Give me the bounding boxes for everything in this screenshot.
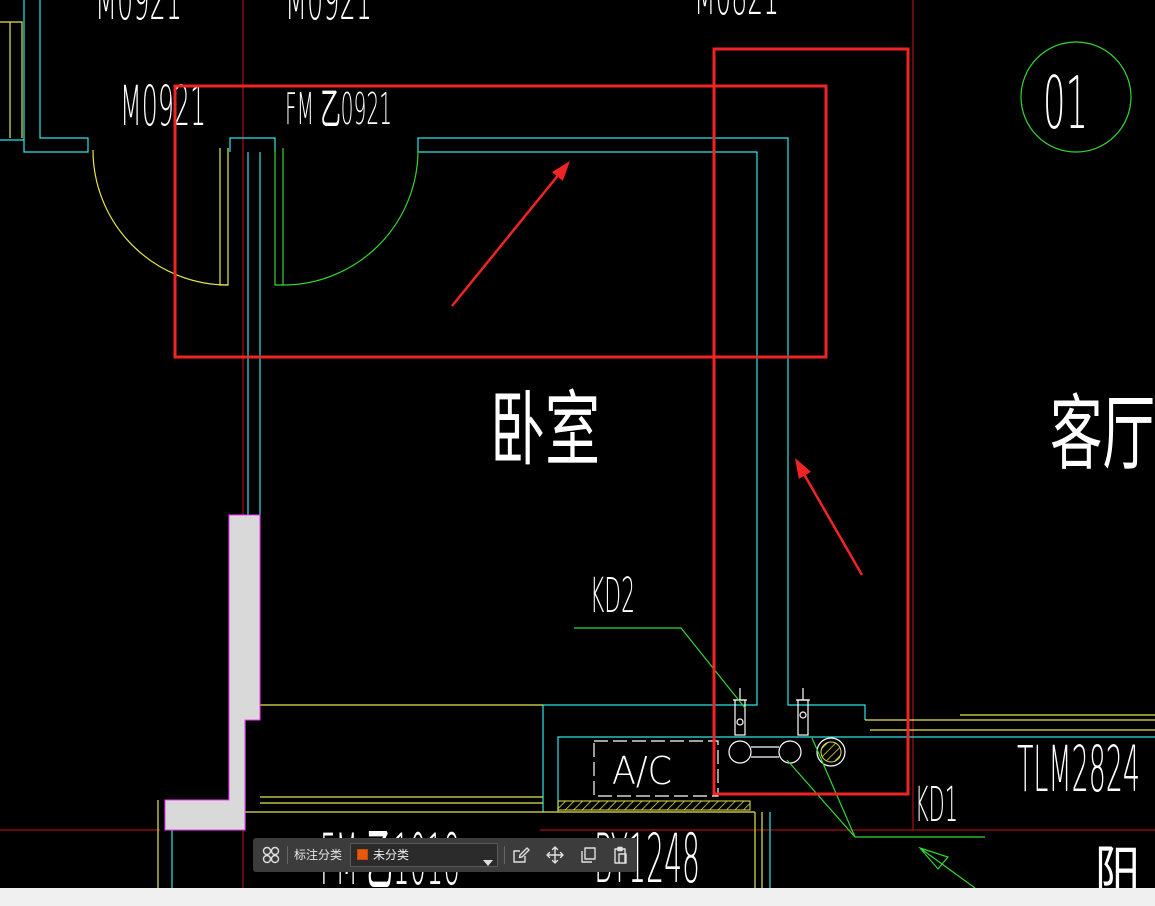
edit-icon[interactable] [511, 845, 531, 865]
condensate-pipe [816, 737, 846, 767]
copy-icon[interactable] [578, 845, 598, 865]
outlet-right-marker [799, 711, 807, 719]
door-swing-arc-left [92, 149, 229, 286]
edit-icon-stroke [513, 847, 530, 863]
axis-bubble-circle [1020, 41, 1132, 153]
category-dropdown-value: 未分类 [373, 848, 410, 862]
condensate-pipe-hatch [820, 741, 842, 763]
door-tag-sliding: TLM2824 [1017, 733, 1140, 806]
equipment-label-kd1: KD1 [915, 777, 958, 833]
door-tag-bedroom-entry: M0921 [120, 74, 206, 138]
annotation-arrow-2-shaft [799, 468, 864, 576]
door-swing-arc-right [282, 149, 419, 286]
annotation-toolbar: 标注分类 未分类 [253, 838, 637, 872]
move-icon-graphic [546, 846, 564, 864]
bottom-status-strip [0, 888, 1155, 906]
chevron-down-icon [483, 852, 493, 866]
category-color-swatch [357, 849, 368, 860]
category-grid-icon[interactable] [261, 845, 281, 865]
chevron-down-icon-graphic [483, 860, 493, 866]
outlet-ticks [733, 688, 810, 701]
chevron-down-icon-shape [483, 860, 493, 866]
category-grid-icon-stroke [262, 846, 280, 864]
axis-bubble-label: 01 [1043, 61, 1088, 145]
door-tag-top-center: M0921 [285, 0, 372, 32]
door-tag-top-right: M0821 [694, 0, 779, 27]
paste-icon-graphic [614, 846, 627, 864]
door-tag-fire-door: FM 乙0921 [285, 84, 392, 135]
kd2-leader-line [574, 627, 746, 709]
kd1-leader-line [786, 737, 985, 838]
door-leaf-right [274, 148, 284, 286]
annotation-box-wall [712, 47, 910, 796]
annotation-box-doors [173, 84, 828, 359]
edit-icon-graphic [513, 847, 530, 863]
annotation-arrow-1-shaft [451, 172, 561, 307]
toolbar-separator-left [287, 846, 288, 864]
room-label-bedroom: 卧室 [490, 383, 600, 478]
room-label-balcony: 阳 [1095, 840, 1140, 888]
category-label: 标注分类 [294, 848, 343, 862]
door-tag-top-left: M0921 [95, 0, 182, 32]
equipment-label-ac: A/C [612, 749, 672, 793]
hatched-sill-strip [557, 800, 751, 811]
annotation-arrow-2-head [795, 458, 811, 479]
drain-pipe-left [728, 740, 752, 764]
connecting-pipe [751, 746, 779, 758]
outlet-left-marker [736, 718, 744, 726]
paste-icon[interactable] [610, 845, 630, 865]
copy-icon-graphic [581, 847, 596, 863]
copy-icon-stroke [581, 847, 596, 863]
annotation-arrow-1-head [552, 161, 570, 181]
structural-column-fill [164, 514, 261, 831]
category-dropdown[interactable]: 未分类 [350, 843, 498, 867]
equipment-label-kd2: KD2 [590, 568, 635, 624]
category-grid-icon-graphic [262, 846, 280, 864]
door-leaf-left [219, 148, 229, 286]
ac-unit-outline [593, 740, 719, 797]
move-icon[interactable] [545, 845, 565, 865]
toolbar-separator-right [504, 846, 505, 864]
corner-leader-arrow [918, 846, 976, 888]
paste-icon-stroke [614, 846, 627, 864]
detail-lines [0, 21, 1155, 888]
room-label-living-room: 客厅 [1050, 387, 1155, 482]
move-icon-stroke [546, 846, 564, 864]
